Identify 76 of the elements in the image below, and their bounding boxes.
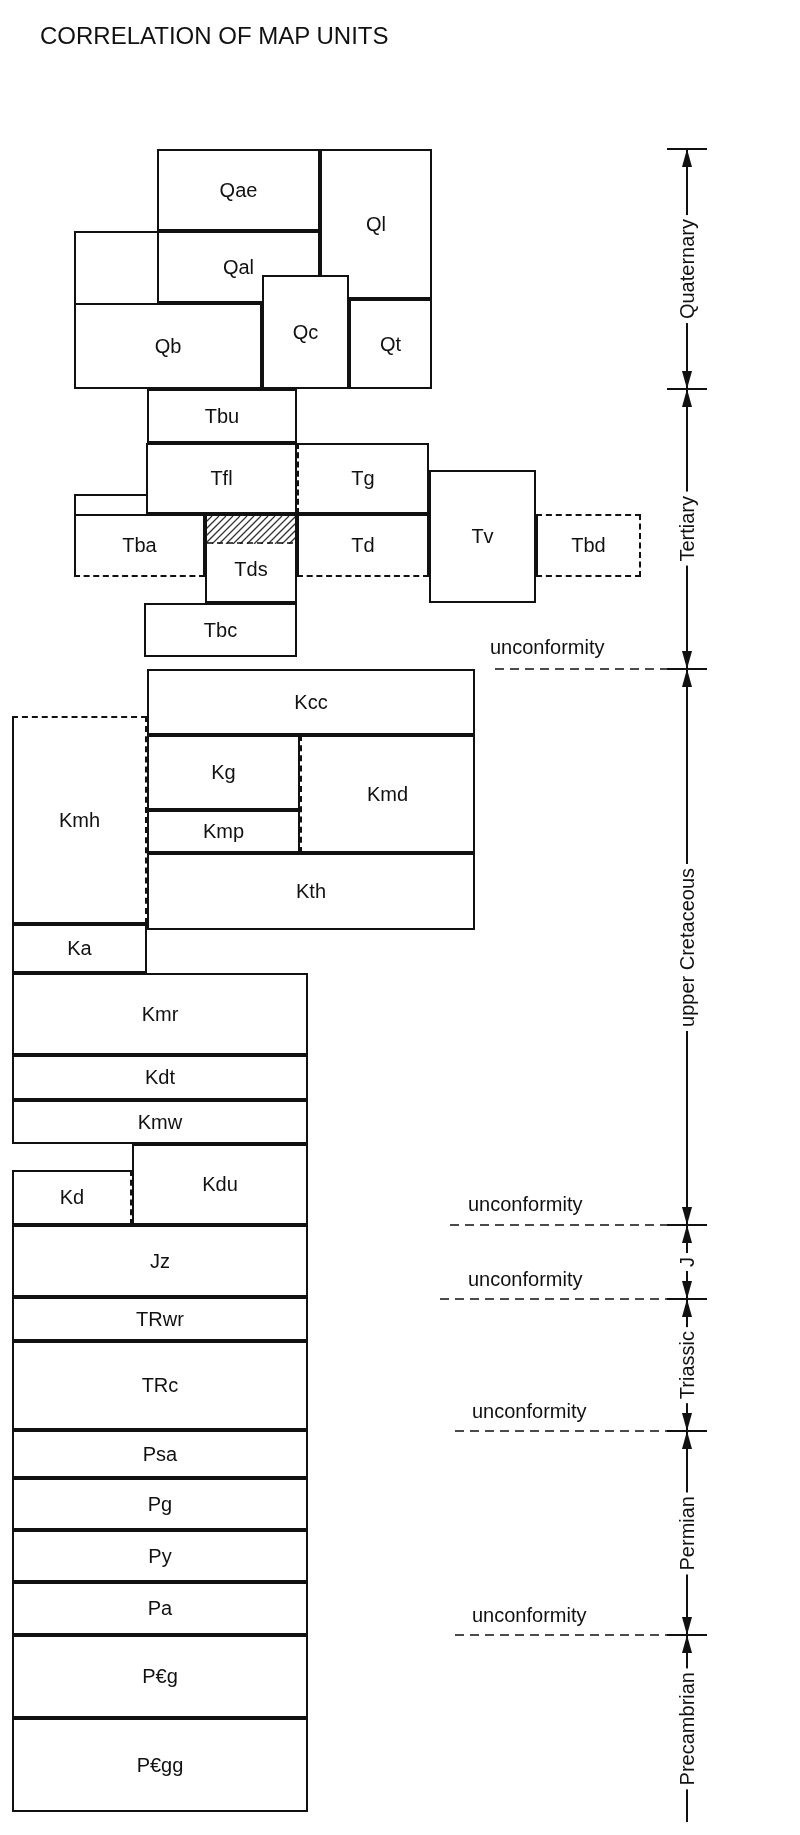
map-unit-box <box>12 1297 308 1341</box>
unit-symbol: Qb <box>154 334 182 358</box>
map-unit-box <box>12 1718 308 1812</box>
unit-symbol: Tfl <box>210 467 233 490</box>
unconformity-label: unconformity <box>468 1268 583 1291</box>
map-unit-box <box>147 669 475 735</box>
unit-symbol: Kmd <box>366 782 409 806</box>
map-unit-box <box>262 275 349 389</box>
unconformity-label: unconformity <box>472 1400 587 1423</box>
unit-symbol: Kdt <box>145 1066 175 1089</box>
unit-symbol: Kd <box>59 1186 85 1209</box>
unit-symbol: Td <box>351 534 375 557</box>
unit-symbol: Kdu <box>202 1173 238 1196</box>
map-unit-box <box>12 924 147 973</box>
map-unit-box <box>144 603 297 657</box>
unconformity-label: unconformity <box>468 1193 583 1216</box>
map-unit-box <box>349 299 432 389</box>
unit-symbol: Ql <box>366 212 386 236</box>
map-unit-box <box>12 1430 308 1478</box>
unit-symbol: Qae <box>219 178 258 202</box>
map-unit-box <box>147 389 297 443</box>
unit-symbol: Ka <box>67 937 92 960</box>
map-unit-box <box>12 1478 308 1530</box>
unit-symbol: Qc <box>292 320 319 344</box>
map-unit-box <box>12 1341 308 1430</box>
map-unit-box <box>74 514 205 577</box>
map-unit-box <box>12 973 308 1055</box>
unit-symbol: Tbc <box>203 618 238 642</box>
unit-symbol: Qal <box>222 255 255 279</box>
map-unit-box <box>12 1100 308 1144</box>
unit-symbol: Tba <box>122 534 157 557</box>
map-unit-box <box>429 470 536 603</box>
unit-symbol: Kmr <box>141 1002 179 1026</box>
map-unit-box <box>12 1635 308 1718</box>
map-unit-box <box>147 735 300 810</box>
map-unit-box <box>157 149 320 231</box>
unit-symbol: Kg <box>211 761 236 784</box>
unit-symbol: Kmh <box>58 808 101 832</box>
map-unit-box <box>74 303 262 389</box>
unit-symbol: Pg <box>147 1492 173 1516</box>
unit-symbol: Py <box>148 1544 172 1568</box>
map-unit-box <box>12 1582 308 1635</box>
map-unit-box <box>297 514 429 577</box>
map-unit-box <box>132 1144 308 1225</box>
unit-symbol: Kmw <box>137 1110 183 1134</box>
map-unit-box <box>300 735 475 853</box>
unit-symbol: Tbd <box>571 534 606 557</box>
unit-symbol: P€gg <box>136 1753 184 1777</box>
map-unit-box <box>536 514 641 577</box>
map-unit-box <box>146 443 297 514</box>
unit-symbol: Tds <box>234 558 268 581</box>
unit-symbol: Kmp <box>202 820 245 843</box>
unit-symbol: Tv <box>471 525 494 548</box>
unit-symbol: Psa <box>142 1442 178 1466</box>
map-unit-box <box>147 853 475 930</box>
map-unit-box <box>12 1170 132 1225</box>
unit-symbol: P€g <box>142 1665 178 1688</box>
unit-symbol: TRc <box>141 1374 179 1397</box>
unit-symbol: Qt <box>379 332 402 356</box>
map-unit-box <box>147 810 300 853</box>
map-unit-box <box>12 1225 308 1297</box>
map-unit-box <box>297 443 429 514</box>
unit-symbol: Tg <box>351 467 375 490</box>
map-unit-box <box>12 1530 308 1582</box>
unconformity-label: unconformity <box>490 636 605 659</box>
unit-symbol: Tbu <box>204 404 240 428</box>
unit-symbol: Pa <box>147 1597 173 1620</box>
map-unit-box <box>12 1055 308 1100</box>
unit-symbol: Kcc <box>294 690 328 714</box>
unit-symbol: Kth <box>296 880 326 903</box>
unit-symbol: Jz <box>150 1249 170 1273</box>
unit-symbol: TRwr <box>136 1307 184 1331</box>
map-unit-box <box>205 514 297 603</box>
map-unit-box <box>12 716 147 924</box>
unconformity-label: unconformity <box>472 1604 587 1627</box>
map-unit-box <box>320 149 432 299</box>
